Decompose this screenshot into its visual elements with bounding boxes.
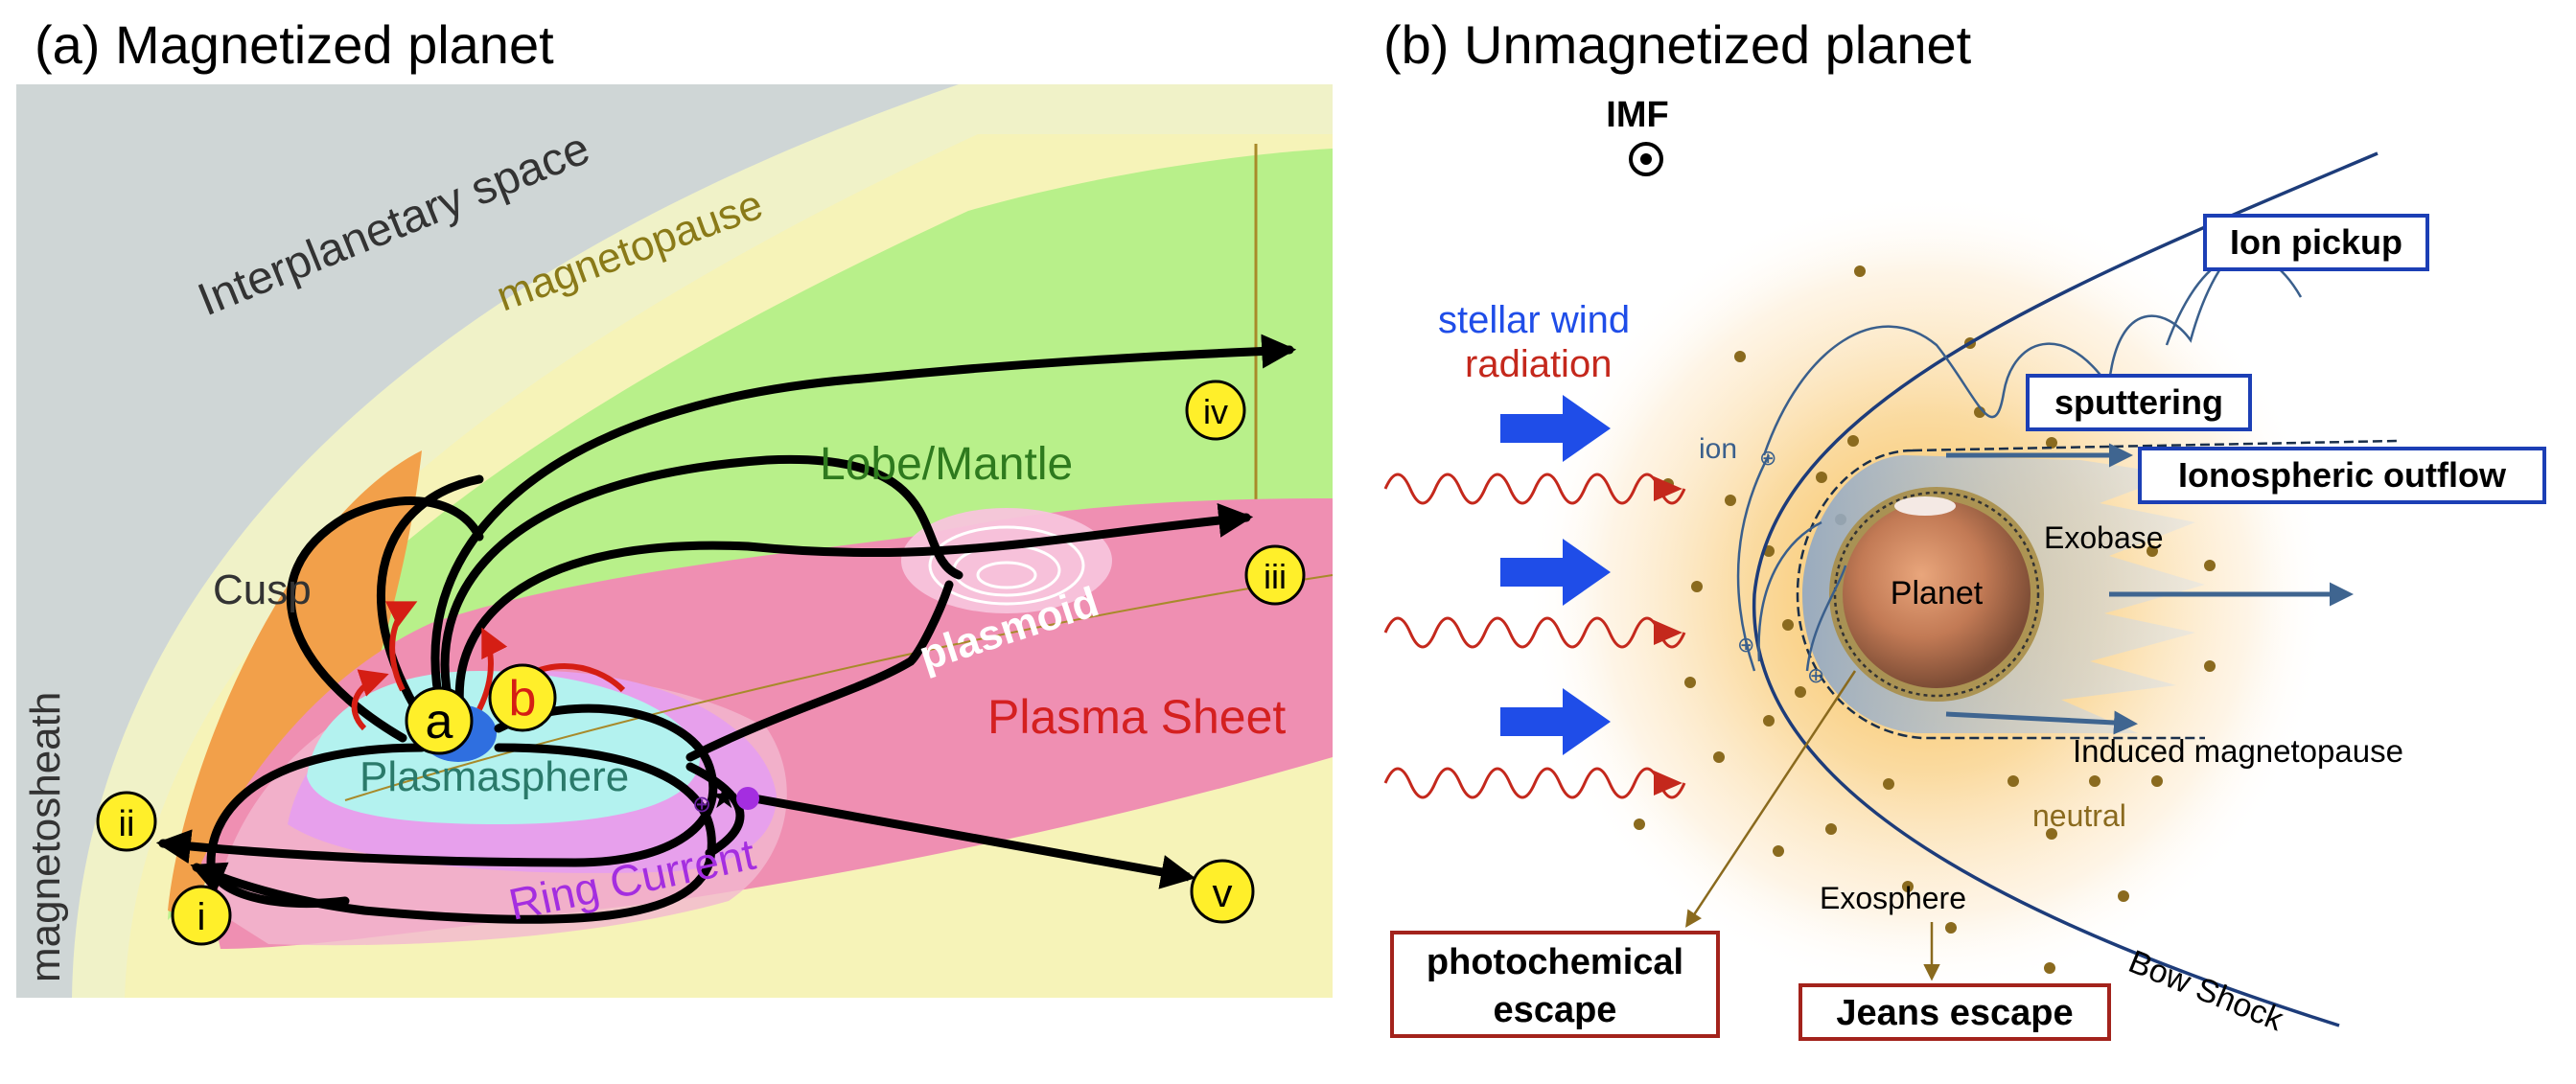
marker-v: v [1190,859,1255,924]
label-lobe: Lobe/Mantle [820,439,1073,490]
svg-text:iii: iii [1264,557,1287,596]
ion-plus-2: ⊕ [1737,633,1754,657]
radiation-waves [1383,473,1686,799]
svg-text:sputtering: sputtering [2054,382,2223,422]
panel-a-title: (a) Magnetized planet [35,14,554,75]
imf-label: IMF [1606,95,1668,135]
ring-current-plus: ⊕ [692,792,711,818]
marker-i: i [171,885,232,946]
photochemical-escape-box: photochemical escape [1390,931,1720,1038]
sputtering-box: sputtering [2026,374,2252,431]
svg-text:a: a [426,694,453,750]
ring-current-star: ★ [709,779,738,816]
ion-plus-3: ⊕ [1807,663,1824,687]
jeans-escape-box: Jeans escape [1799,983,2111,1041]
svg-text:photochemical: photochemical [1427,942,1683,982]
label-magnetosheath: magnetosheath [22,692,69,982]
svg-text:Ionospheric outflow: Ionospheric outflow [2178,455,2507,495]
polar-cap [1894,496,1956,516]
radiation-arrowheads [1654,476,1683,796]
plasmoid [901,508,1112,613]
exobase-circle [1833,491,2040,698]
ionospheric-outflow-box: Ionospheric outflow [2138,447,2546,504]
lobe-region [168,149,1333,920]
svg-text:b: b [509,671,537,727]
exobase-label: Exobase [2044,520,2164,555]
exosphere-label: Exosphere [1820,881,1966,915]
neutral-label: neutral [2032,798,2126,833]
neutral-sheet-line [344,574,1334,801]
planet-label: Planet [1891,575,1984,611]
induced-mp-label: Induced magnetopause [2073,733,2403,769]
stellar-wind-arrows [1500,395,1611,755]
marker-iv: iv [1185,380,1246,441]
panel-a: (a) Magnetized planet [16,14,1334,998]
ion-pickup-box: Ion pickup [2203,214,2429,271]
marker-b: b [488,663,557,732]
induced-magnetopause-line [1796,439,2398,740]
svg-text:Jeans escape: Jeans escape [1836,993,2073,1033]
imf-out-of-page-icon [1629,142,1663,176]
ion-label: ion [1699,433,1737,465]
path-v [737,791,1196,889]
bow-shock-curve [1752,151,2379,1027]
svg-text:iv: iv [1203,392,1228,431]
marker-a: a [405,686,474,755]
svg-text:ii: ii [119,804,135,844]
ion-plus-1: ⊕ [1759,446,1776,470]
marker-ii: ii [96,791,157,852]
label-plasmasphere: Plasmasphere [360,753,629,800]
marker-iii: iii [1244,544,1306,606]
radiation-label: radiation [1465,343,1612,385]
label-plasma-sheet: Plasma Sheet [987,690,1286,744]
svg-text:v: v [1213,870,1233,915]
bow-shock-label: Bow Shock [2123,943,2289,1038]
stellar-wind-label: stellar wind [1438,299,1630,341]
outflow-arrows [1945,443,2354,735]
ring-current-dot [736,787,759,810]
svg-text:escape: escape [1494,990,1617,1030]
planet-body [1843,500,2031,688]
label-cusp: Cusp [213,566,312,613]
panel-b-title: (b) Unmagnetized planet [1383,14,1972,75]
red-arrows [351,601,626,731]
svg-text:Ion pickup: Ion pickup [2230,222,2402,262]
svg-text:i: i [197,896,206,938]
panel-b: (b) Unmagnetized planet IMF [1383,14,2546,1041]
photochemical-arrow [1685,670,1857,928]
